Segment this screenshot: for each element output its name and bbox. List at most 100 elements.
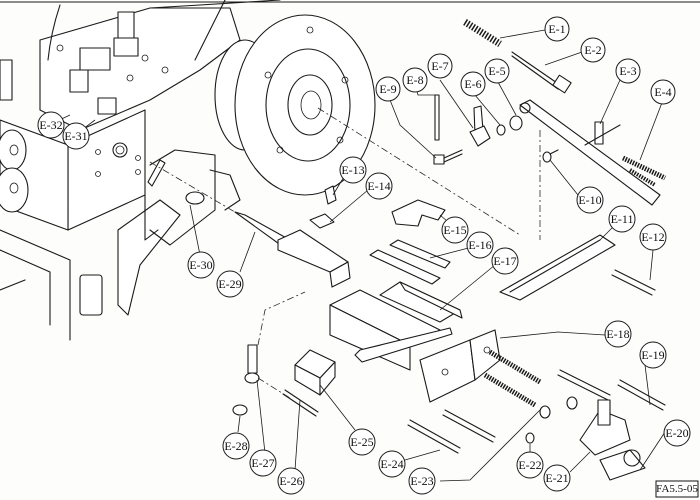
housing-E18 <box>419 329 501 403</box>
callout-label: E-18 <box>606 327 629 341</box>
callout-label: E-14 <box>367 179 390 193</box>
callout-E-25[interactable]: E-25 <box>348 428 376 456</box>
callout-E-29[interactable]: E-29 <box>216 270 244 298</box>
screw-E10 <box>542 149 559 163</box>
callout-E-9[interactable]: E-9 <box>375 76 401 102</box>
callout-label: E-24 <box>380 457 403 471</box>
callout-E-21[interactable]: E-21 <box>543 464 571 492</box>
callout-label: E-7 <box>431 59 448 73</box>
callout-label: E-27 <box>251 456 274 470</box>
callout-label: E-8 <box>406 73 423 87</box>
rod-E2 <box>511 51 572 94</box>
callout-E-24[interactable]: E-24 <box>378 450 406 478</box>
callout-label: E-22 <box>518 458 541 472</box>
nut-E22 <box>525 396 578 444</box>
spring-E23a <box>488 349 542 385</box>
plate-E15 <box>391 199 446 227</box>
pin-E26 <box>282 389 319 417</box>
callout-E-1[interactable]: E-1 <box>544 16 570 42</box>
strip-E16 <box>369 239 451 285</box>
callout-E-30[interactable]: E-30 <box>187 251 215 279</box>
callout-label: E-25 <box>350 435 373 449</box>
callout-E-26[interactable]: E-26 <box>277 467 305 495</box>
bracket-E7 <box>469 105 491 147</box>
rail-block-E17 <box>329 281 463 371</box>
figure-id-box: FA5.5-05 <box>655 480 699 498</box>
bolt-E27 <box>244 344 260 384</box>
callout-label: E-13 <box>341 163 364 177</box>
spacer-E13 <box>324 185 337 205</box>
figure-id: FA5.5-05 <box>656 483 698 495</box>
pin-E8 <box>434 94 440 141</box>
callout-label: E-28 <box>224 439 247 453</box>
callout-label: E-17 <box>493 254 516 268</box>
callout-E-22[interactable]: E-22 <box>516 451 544 479</box>
callout-label: E-12 <box>641 230 664 244</box>
callout-E-18[interactable]: E-18 <box>604 320 632 348</box>
callout-label: E-4 <box>654 85 671 99</box>
callout-label: E-11 <box>611 212 634 226</box>
spring-E1 <box>463 19 502 47</box>
spring-E4 <box>621 155 667 181</box>
callout-E-16[interactable]: E-16 <box>466 231 494 259</box>
bracket-E20 <box>599 449 646 481</box>
callout-label: E-1 <box>548 22 565 36</box>
callout-E-3[interactable]: E-3 <box>615 58 641 84</box>
callout-E-2[interactable]: E-2 <box>580 37 606 63</box>
callout-E-23[interactable]: E-23 <box>408 467 436 495</box>
callout-label: E-30 <box>189 258 212 272</box>
callout-E-6[interactable]: E-6 <box>460 71 486 97</box>
arm-E11 <box>499 234 616 301</box>
machine-body <box>0 0 281 341</box>
callouts: E-1 E-2 E-3 E-4 E-5 E-6 E-7 E-8 E-9 E-10… <box>37 16 691 495</box>
axis-line <box>149 161 241 216</box>
callout-E-32[interactable]: E-32 <box>37 111 65 139</box>
callout-E-27[interactable]: E-27 <box>249 449 277 477</box>
block-E30 <box>185 191 205 205</box>
callout-label: E-19 <box>641 348 664 362</box>
callout-E-15[interactable]: E-15 <box>441 216 469 244</box>
axis-line <box>257 377 291 399</box>
flywheel <box>214 14 376 196</box>
callout-label: E-3 <box>619 64 636 78</box>
callout-label: E-5 <box>488 64 505 78</box>
axis-line <box>257 291 306 346</box>
callout-label: E-15 <box>443 223 466 237</box>
callout-label: E-10 <box>578 193 601 207</box>
callout-E-14[interactable]: E-14 <box>365 172 393 200</box>
callout-E-20[interactable]: E-20 <box>663 419 691 447</box>
callout-label: E-32 <box>39 118 62 132</box>
callout-E-10[interactable]: E-10 <box>576 186 604 214</box>
callout-label: E-21 <box>545 471 568 485</box>
callout-label: E-6 <box>464 77 481 91</box>
callout-E-12[interactable]: E-12 <box>639 223 667 251</box>
callout-label: E-26 <box>279 474 302 488</box>
shaft-E29 <box>234 211 351 288</box>
callout-E-28[interactable]: E-28 <box>222 432 250 460</box>
callout-E-8[interactable]: E-8 <box>402 67 428 93</box>
callout-E-31[interactable]: E-31 <box>62 122 90 150</box>
callout-E-17[interactable]: E-17 <box>491 247 519 275</box>
callout-E-4[interactable]: E-4 <box>650 79 676 105</box>
lever-E3 <box>519 99 661 206</box>
spring-E4b <box>628 168 657 187</box>
bracket-E21 <box>579 399 631 456</box>
callout-E-7[interactable]: E-7 <box>427 53 453 79</box>
callout-E-19[interactable]: E-19 <box>639 341 667 369</box>
callout-E-5[interactable]: E-5 <box>484 58 510 84</box>
callout-label: E-31 <box>64 129 87 143</box>
callout-label: E-20 <box>665 426 688 440</box>
callout-E-11[interactable]: E-11 <box>608 205 636 233</box>
callout-label: E-29 <box>218 277 241 291</box>
callout-label: E-23 <box>410 474 433 488</box>
leader-lines <box>54 29 666 482</box>
callout-E-13[interactable]: E-13 <box>339 156 367 184</box>
axis-line <box>317 107 521 236</box>
pin-E12 <box>611 269 656 296</box>
callout-label: E-16 <box>468 238 491 252</box>
screw-E9 <box>433 149 463 165</box>
washer-E28 <box>232 404 248 416</box>
washer-E14 <box>309 213 335 229</box>
callout-label: E-2 <box>584 43 601 57</box>
